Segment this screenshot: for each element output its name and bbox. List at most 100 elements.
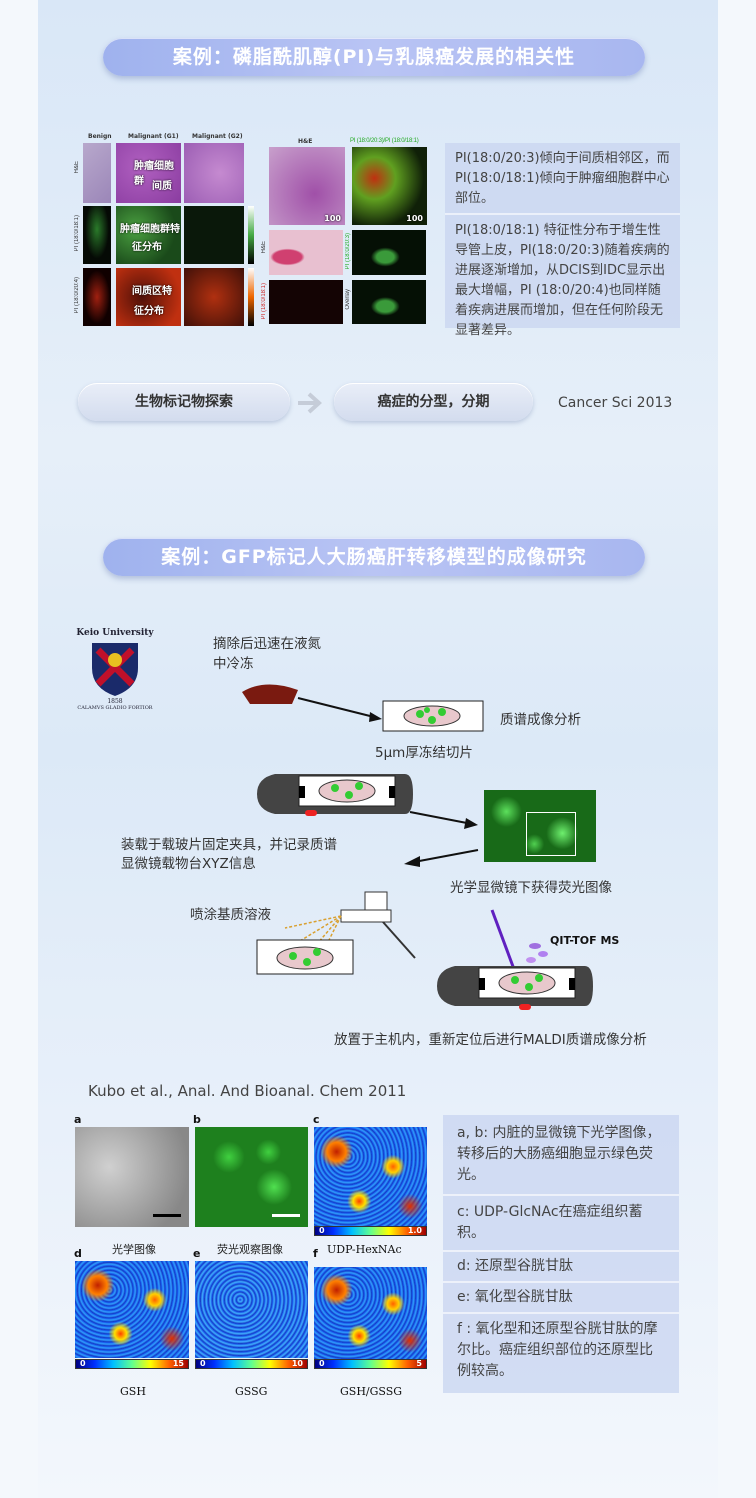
instrument-label: QIT-TOF MS [550, 934, 620, 947]
step-mount: 装载于载玻片固定夹具，并记录质谱显微镜载物台XYZ信息 [121, 837, 337, 872]
logo-year: 1858 [107, 698, 123, 705]
arrow-right-icon [298, 392, 322, 414]
flow-arrows [404, 811, 479, 867]
section1-notes: PI(18:0/20:3)倾向于间质相邻区，而PI(18:0/18:1)倾向于肿… [445, 143, 680, 338]
panel-caption: GSH [120, 1385, 146, 1398]
step-spray: 喷涂基质溶液 [190, 907, 271, 923]
panel-c-heatmap [314, 1127, 427, 1226]
panel-e-colorbar: 0 10 [195, 1359, 308, 1369]
red-colorbar [248, 268, 254, 326]
tissue-to-slice-arrow [242, 684, 382, 722]
panel-letter: b [193, 1113, 201, 1126]
section2-title: 案例：GFP标记人大肠癌肝转移模型的成像研究 [103, 538, 645, 576]
g1-pi2-image: 间质区特 征分布 [116, 268, 181, 326]
slide-holder-icon [257, 774, 413, 816]
col-label: PI (18:0/20:3)/PI (18:0/18:1) [350, 138, 419, 144]
panel-letter: a [74, 1113, 82, 1126]
flow-step-biomarker: 生物标记物探索 [78, 383, 290, 421]
section1-title: 案例：磷脂酰肌醇(PI)与乳腺癌发展的相关性 [103, 38, 645, 76]
scale-min: 0 [319, 1359, 325, 1368]
scale-min: 0 [80, 1359, 86, 1368]
right-row-label: Overlay [345, 289, 351, 310]
col-label: Malignant (G1) [128, 133, 179, 140]
overlay-label: 间质 [152, 181, 172, 192]
g2-he-image [184, 143, 244, 203]
note: PI(18:0/20:3)倾向于间质相邻区，而PI(18:0/18:1)倾向于肿… [445, 143, 680, 215]
note: f : 氧化型和还原型谷胱甘肽的摩尔比。癌症组织部位的还原型比例较高。 [457, 1321, 658, 1379]
pi-figure: Benign Malignant (G1) Malignant (G2) H&E… [74, 133, 432, 328]
panel-caption: 光学图像 [112, 1243, 156, 1256]
scale-max: 1.0 [407, 1226, 422, 1235]
overlay-label: 间质区特 [132, 286, 172, 297]
panel-letter: c [313, 1113, 320, 1126]
overlay-label: 肿瘤细胞群 [134, 161, 174, 187]
panel-letter: f [313, 1247, 318, 1260]
benign-pi2-image [83, 268, 111, 326]
g1-pi1-image: 肿瘤细胞群特 征分布 [116, 206, 181, 264]
logo-motto: CALAMVS GLADIO FORTIOR [77, 705, 153, 711]
g2-pi1-image [184, 206, 244, 264]
panel-f-heatmap [314, 1267, 427, 1359]
scale-max: 15 [172, 1359, 184, 1368]
row-label: H&E [74, 161, 80, 174]
keio-shield-icon [92, 643, 138, 696]
overlay-label: 征分布 [132, 242, 162, 253]
panel-letter: e [193, 1247, 201, 1260]
panel-caption: UDP-HexNAc [327, 1243, 402, 1256]
panel-letter: d [74, 1247, 82, 1260]
overlay-label: 肿瘤细胞群特 [120, 224, 180, 235]
benign-pi1-image [83, 206, 111, 264]
col-label: H&E [298, 138, 313, 145]
overlay-large-image: 100 [352, 147, 427, 225]
he-large-image: 100 [269, 147, 345, 225]
flow-step-classification: 癌症的分型，分期 [334, 383, 533, 421]
panel-e-heatmap [195, 1261, 308, 1358]
scale-max: 5 [416, 1359, 422, 1368]
note: a, b: 内脏的显微镜下光学图像，转移后的大肠癌细胞显示绿色荧光。 [443, 1115, 679, 1196]
tissue-slice-icon [382, 700, 484, 732]
maldi-stage-icon [437, 909, 593, 1010]
panel-caption: GSH/GSSG [340, 1385, 403, 1398]
panel-d-heatmap [75, 1261, 189, 1358]
col-label: Benign [88, 133, 112, 140]
scale-min: 0 [319, 1226, 325, 1235]
overlay-small-image [352, 280, 426, 324]
g2-pi2-image [184, 268, 244, 326]
note: c: UDP-GlcNAc在癌症组织蓄积。 [443, 1196, 679, 1252]
step-optical: 光学显微镜下获得荧光图像 [450, 880, 612, 896]
note: PI(18:0/18:1) 特征性分布于增生性导管上皮，PI(18:0/20:3… [455, 223, 670, 338]
scale-min: 0 [200, 1359, 206, 1368]
citation-kubo: Kubo et al., Anal. And Bioanal. Chem 201… [88, 1082, 407, 1100]
note: e: 氧化型谷胱甘肽 [443, 1283, 679, 1314]
scale-label: 100 [324, 214, 341, 223]
keio-logo: Keio University 1858 CALAMVS GLADIO FORT… [74, 628, 156, 728]
g1-he-image: 肿瘤细胞群 间质 [116, 143, 181, 203]
scale-max: 10 [291, 1359, 303, 1368]
note: d: 还原型谷胱甘肽 [443, 1252, 679, 1283]
panel-caption: GSSG [235, 1385, 268, 1398]
row-label: PI (18:0/18:1) [74, 215, 80, 252]
col-label: Malignant (G2) [192, 133, 243, 140]
step-ms: 质谱成像分析 [500, 712, 581, 728]
spray-setup-icon [256, 891, 416, 975]
step-maldi: 放置于主机内，重新定位后进行MALDI质谱成像分析 [334, 1032, 647, 1048]
step-slice: 5μm厚冻结切片 [375, 745, 473, 761]
tissue-sample-icon [242, 684, 298, 704]
benign-he-image [83, 143, 111, 203]
right-row-label: PI (18:0/18:1) [261, 283, 267, 320]
right-row-label: PI (18:0/20:3) [345, 233, 351, 270]
panel-b-fluorescence-image [195, 1127, 308, 1227]
he-small-image [269, 230, 343, 275]
panel-d-colorbar: 0 15 [75, 1359, 189, 1369]
overlay-label: 征分布 [134, 306, 164, 317]
logo-name: Keio University [76, 628, 154, 638]
green-colorbar [248, 206, 254, 264]
panel-caption: 荧光观察图像 [217, 1243, 283, 1256]
right-row-label: H&E [261, 241, 267, 254]
row-label: PI (18:0/20:4) [74, 277, 80, 314]
panel-a-optical-image [75, 1127, 189, 1227]
pi-203-image [352, 230, 426, 275]
